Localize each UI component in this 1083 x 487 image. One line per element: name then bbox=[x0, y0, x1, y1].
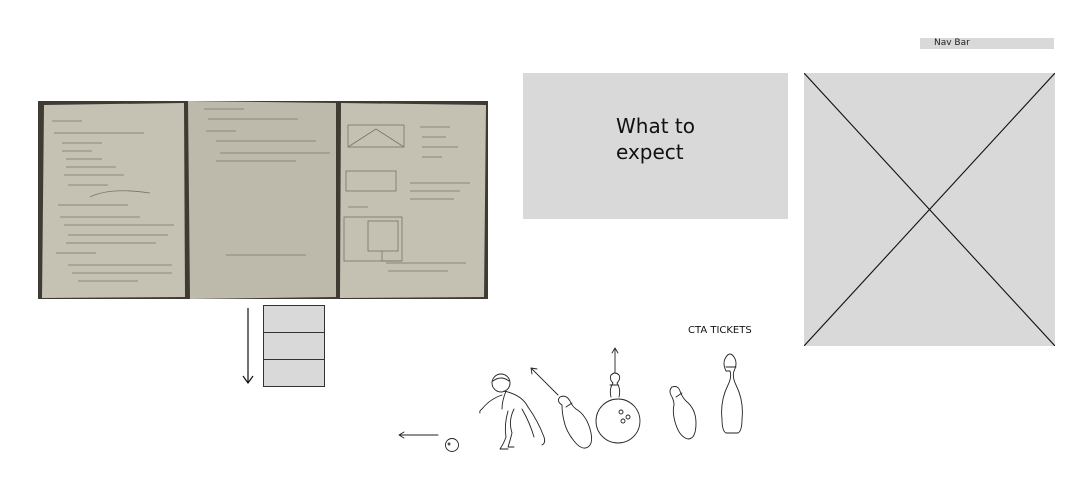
sketch-photos bbox=[38, 101, 488, 299]
sketch-photo-1 bbox=[38, 101, 186, 299]
bowler-icon bbox=[479, 373, 546, 450]
content-stack bbox=[263, 305, 325, 388]
sketch-photo-3 bbox=[338, 101, 488, 299]
small-ball-icon bbox=[445, 438, 459, 452]
hero-image-placeholder bbox=[804, 73, 1055, 346]
scroll-down-arrow-icon bbox=[242, 308, 254, 385]
stack-block bbox=[263, 305, 325, 332]
nav-bar[interactable]: Nav Bar bbox=[920, 38, 1054, 49]
cta-tickets-link[interactable]: CTA TICKETS bbox=[688, 325, 752, 336]
image-placeholder-icon bbox=[804, 73, 1055, 346]
bowling-illustration bbox=[398, 347, 743, 452]
stack-block bbox=[263, 359, 325, 387]
bowling-pin-icon bbox=[669, 386, 697, 440]
stack-block bbox=[263, 332, 325, 359]
left-arrow-icon bbox=[398, 431, 439, 439]
what-to-expect-heading: What to expect bbox=[616, 114, 695, 164]
up-arrow-icon bbox=[611, 347, 619, 374]
bowling-pin-icon bbox=[721, 353, 743, 434]
bowling-ball-icon bbox=[595, 398, 641, 444]
nav-bar-label: Nav Bar bbox=[934, 38, 970, 48]
bowling-pin-icon bbox=[557, 395, 593, 449]
diagonal-arrow-icon bbox=[530, 367, 559, 396]
sketch-photo-2 bbox=[186, 101, 338, 299]
what-to-expect-card[interactable]: What to expect bbox=[523, 73, 788, 219]
bowling-pin-icon bbox=[609, 372, 621, 398]
